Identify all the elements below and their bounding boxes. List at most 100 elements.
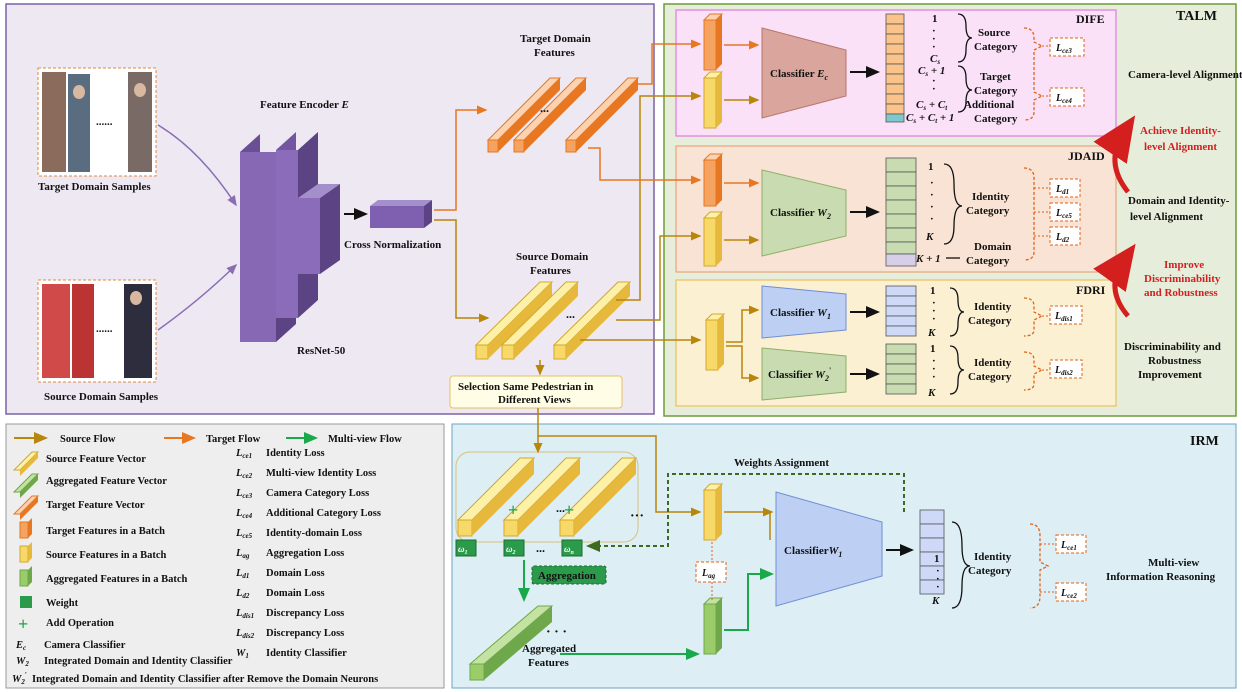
- svg-text:...: ...: [556, 501, 565, 515]
- target-features-label-2: Features: [534, 47, 575, 59]
- dife-classifier-label: Classifier Ec: [770, 68, 829, 82]
- improve-label-3: and Robustness: [1144, 287, 1218, 299]
- selection-label-1: Selection Same Pedestrian in: [458, 381, 593, 393]
- legend-item-0: Source Feature Vector: [46, 454, 146, 465]
- weights-assignment-label: Weights Assignment: [734, 457, 829, 469]
- fdri-idx-kb: K: [927, 387, 936, 399]
- svg-text:·: ·: [930, 213, 934, 225]
- jdaid-idx-1: 1: [928, 161, 934, 173]
- legend-bottom-2: W2'Integrated Domain and Identity Classi…: [12, 671, 378, 686]
- fdri-classifier-1-label: Classifier W1: [770, 307, 831, 321]
- fdri-identity-category-1b: Identity: [974, 357, 1012, 369]
- fdri-identity-category-2a: Category: [968, 315, 1012, 327]
- jdaid-idx-k: K: [925, 231, 934, 243]
- svg-text:·: ·: [932, 371, 936, 383]
- improve-label-2: Discriminability: [1144, 273, 1221, 285]
- source-features-label-1: Source Domain: [516, 251, 588, 263]
- svg-text:·: ·: [930, 201, 934, 213]
- irm-classifier-label: ClassifierW1: [784, 545, 842, 559]
- dife-target-vector: [704, 14, 722, 70]
- dife-source-category-2: Category: [974, 41, 1018, 53]
- encoded-feature-block: [370, 200, 432, 228]
- irm-idx-1: 1: [934, 553, 940, 565]
- legend-source-flow: Source Flow: [60, 434, 116, 445]
- jdaid-idx-k1: K + 1: [915, 253, 941, 265]
- dife-target-category-2: Category: [974, 85, 1018, 97]
- legend-multiview-flow: Multi-view Flow: [328, 434, 402, 445]
- irm-identity-category-1: Identity: [974, 551, 1012, 563]
- svg-text:·: ·: [930, 177, 934, 189]
- feature-encoder-label: Feature Encoder E: [260, 99, 349, 111]
- source-features-label-2: Features: [530, 265, 571, 277]
- legend-item-3: Target Features in a Batch: [46, 526, 165, 537]
- dife-title: DIFE: [1076, 12, 1105, 26]
- dife-source-vector: [704, 72, 722, 128]
- dife-side-label: Camera-level Alignment: [1128, 69, 1242, 81]
- fdri-source-vector: [706, 314, 724, 370]
- aggregated-features-2: Features: [528, 657, 569, 669]
- fdri-idx-ka: K: [927, 327, 936, 339]
- irm-dots-1: ···: [630, 509, 644, 524]
- svg-text:+: +: [18, 614, 28, 634]
- jdaid-output-vector: [886, 158, 916, 266]
- improve-label-1: Improve: [1164, 259, 1204, 271]
- legend-item-7: Add Operation: [46, 618, 114, 629]
- fdri-side-label-1: Discriminability and: [1124, 341, 1221, 353]
- jdaid-identity-category-2: Category: [966, 205, 1010, 217]
- target-features-label-1: Target Domain: [520, 33, 591, 45]
- target-dots: ......: [96, 116, 113, 128]
- jdaid-classifier-label: Classifier W2: [770, 207, 831, 221]
- talm-title: TALM: [1176, 9, 1217, 24]
- achieve-label-2: level Alignment: [1144, 141, 1217, 153]
- legend-item-1: Aggregated Feature Vector: [46, 476, 167, 487]
- fdri-idx-1a: 1: [930, 285, 936, 297]
- legend-item-6: Weight: [46, 598, 79, 609]
- achieve-label-1: Achieve Identity-: [1140, 125, 1221, 137]
- jdaid-side-label-1: Domain and Identity-: [1128, 195, 1230, 207]
- jdaid-domain-category-1: Domain: [974, 241, 1011, 253]
- irm-identity-category-2: Category: [968, 565, 1012, 577]
- svg-text:·: ·: [936, 581, 940, 593]
- irm-title: IRM: [1190, 434, 1219, 449]
- target-samples-label: Target Domain Samples: [38, 181, 151, 193]
- svg-text:·: ·: [932, 313, 936, 325]
- jdaid-target-vector: [704, 154, 722, 206]
- svg-text:·: ·: [932, 83, 936, 95]
- fdri-identity-category-2b: Category: [968, 371, 1012, 383]
- aggregation-label: Aggregation: [538, 570, 596, 582]
- svg-text:...: ...: [536, 541, 545, 555]
- svg-text:·: ·: [932, 41, 936, 53]
- selection-label-2: Different Views: [498, 394, 572, 406]
- irm-source-vector: [704, 484, 722, 540]
- svg-text:· · ·: · · ·: [546, 625, 567, 640]
- legend-item-5: Aggregated Features in a Batch: [46, 574, 188, 585]
- legend-item-2: Target Feature Vector: [46, 500, 145, 511]
- dife-additional-category-2: Category: [974, 113, 1018, 125]
- fdri-classifier-2-label: Classifier W2': [768, 366, 831, 383]
- irm-aggregated-vector: [704, 598, 722, 654]
- fdri-output-1: [886, 286, 916, 336]
- svg-text:...: ...: [540, 101, 549, 115]
- legend-item-4: Source Features in a Batch: [46, 550, 167, 561]
- irm-side-label-2: Information Reasoning: [1106, 571, 1216, 583]
- legend-target-flow: Target Flow: [206, 434, 261, 445]
- source-samples-label: Source Domain Samples: [44, 391, 159, 403]
- fdri-identity-category-1a: Identity: [974, 301, 1012, 313]
- irm-side-label-1: Multi-view: [1148, 557, 1199, 569]
- dife-source-category-1: Source: [978, 27, 1010, 39]
- dife-output-vector: [886, 14, 904, 122]
- jdaid-title: JDAID: [1068, 149, 1105, 163]
- irm-idx-k: K: [931, 595, 940, 607]
- dife-target-category-1: Target: [980, 71, 1011, 83]
- source-dots: ......: [96, 323, 113, 335]
- dife-additional-category-1: Additional: [964, 99, 1014, 111]
- irm-plus-1: +: [508, 500, 518, 520]
- fdri-idx-1b: 1: [930, 343, 936, 355]
- fdri-side-label-3: Improvement: [1138, 369, 1202, 381]
- svg-text:·: ·: [930, 189, 934, 201]
- jdaid-side-label-2: level Alignment: [1130, 211, 1203, 223]
- resnet-label: ResNet-50: [297, 345, 346, 357]
- irm-plus-2: +: [564, 500, 574, 520]
